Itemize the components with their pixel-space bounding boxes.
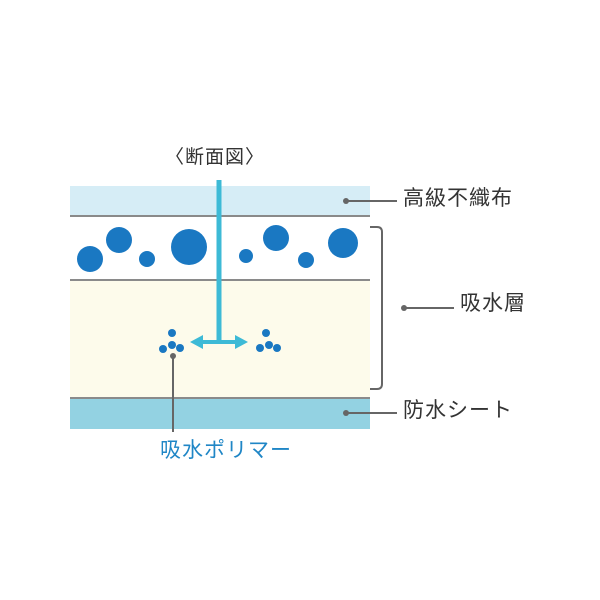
absorbent-layer-bracket	[370, 226, 454, 390]
polymer-dot	[256, 344, 264, 352]
polymer-dot	[168, 329, 176, 337]
polymer-dots-small	[159, 329, 281, 353]
polymer-dot	[262, 329, 270, 337]
absorbent-layer-label: 吸水層	[460, 291, 526, 315]
bracket-shape	[370, 226, 383, 390]
arrowhead-right-icon	[235, 335, 248, 349]
polymer-dot	[159, 345, 167, 353]
polymer-dot	[298, 252, 314, 268]
diagram-title: 〈断面図〉	[165, 146, 266, 168]
polymer-dots-large	[77, 225, 358, 272]
waterproof-sheet-callout	[343, 410, 397, 416]
polymer-dot	[265, 341, 273, 349]
waterproof-sheet	[70, 399, 370, 429]
top-layer-label: 高級不織布	[403, 186, 513, 210]
polymer-dot	[273, 344, 281, 352]
polymer-dot	[176, 344, 184, 352]
polymer-dot	[328, 228, 358, 258]
arrowhead-left-icon	[190, 335, 203, 349]
polymer-dot	[139, 251, 155, 267]
water-flow-arrow	[190, 180, 248, 349]
top-layer-callout	[343, 198, 397, 204]
polymer-dot	[239, 249, 253, 263]
polymer-label: 吸水ポリマー	[160, 438, 292, 462]
polymer-dot	[106, 227, 132, 253]
polymer-dot	[171, 229, 207, 265]
polymer-dot	[77, 246, 103, 272]
polymer-callout	[170, 353, 176, 432]
polymer-dot	[263, 225, 289, 251]
waterproof-sheet-label: 防水シート	[403, 398, 513, 422]
polymer-dot	[168, 341, 176, 349]
